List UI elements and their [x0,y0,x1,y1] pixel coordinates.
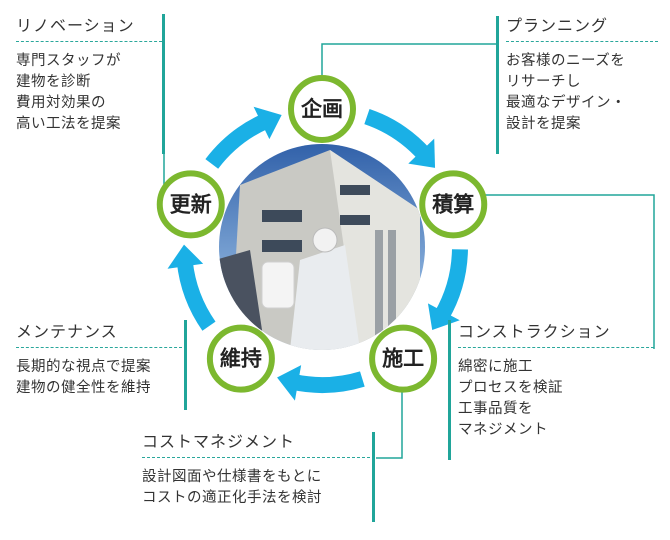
cycle-arrow-shaft [291,371,365,393]
cycle-arrows [167,106,468,401]
node-iji-label: 維持 [220,347,262,371]
node-seko-circle [369,324,438,393]
node-sekisan: 積算 [419,170,488,239]
construction-bar [448,320,451,460]
construction-divider [458,347,654,348]
maintenance-bar [184,320,187,410]
cycle-arrow-shaft [176,260,216,331]
connector-construction [472,194,655,349]
maintenance-divider [16,347,182,348]
connector-cost [376,372,403,459]
maintenance-title: メンテナンス [16,322,118,341]
node-kikaku-label: 企画 [300,97,343,121]
node-koshin-label: 更新 [170,192,212,216]
renovation-divider [16,41,162,42]
construction-text: 綿密に施工 プロセスを検証 工事品質を マネジメント [458,359,563,438]
maintenance-box: メンテナンス 長期的な視点で提案 建物の健全性を維持 [16,322,182,399]
renovation-box: リノベーション 専門スタッフが 建物を診断 費用対効果の 高い工法を提案 [16,16,162,135]
planning-box: プランニング お客様のニーズを リサーチし 最適なデザイン・ 設計を提案 [506,16,658,135]
planning-text: お客様のニーズを リサーチし 最適なデザイン・ 設計を提案 [506,53,626,132]
node-seko: 施工 [369,324,438,393]
planning-title: プランニング [506,16,609,35]
node-iji: 維持 [206,324,275,393]
cost-box: コストマネジメント 設計図面や仕様書をもとに コストの適正化手法を検討 [142,432,370,509]
planning-bar [496,16,499,154]
node-kikaku: 企画 [288,75,356,143]
cost-title: コストマネジメント [142,432,296,451]
planning-divider [506,41,658,42]
node-iji-circle [206,324,275,393]
cycle-arrow-head [408,138,436,168]
maintenance-text: 長期的な視点で提案 建物の健全性を維持 [16,359,151,396]
node-sekisan-circle [419,170,488,239]
cost-divider [142,457,370,458]
construction-title: コンストラクション [458,322,611,341]
cycle-arrow-head [277,365,302,401]
node-seko-label: 施工 [382,347,424,371]
cycle-arrow-shaft [364,108,431,161]
cycle-arrow-head [167,244,204,269]
cycle-arrow-head [427,303,460,331]
cycle-arrow-shaft [434,249,468,320]
construction-box: コンストラクション 綿密に施工 プロセスを検証 工事品質を マネジメント [458,322,654,441]
node-sekisan-label: 積算 [432,192,474,216]
cycle-arrow-shaft [205,113,270,169]
node-koshin-circle [156,170,225,239]
cost-bar [372,432,375,522]
node-koshin: 更新 [156,170,225,239]
cycle-arrow-head [253,106,282,140]
node-kikaku-circle [288,75,356,143]
renovation-bar [162,14,165,154]
renovation-title: リノベーション [16,16,135,35]
connector-planning [321,43,496,75]
cost-text: 設計図面や仕様書をもとに コストの適正化手法を検討 [142,469,322,506]
renovation-text: 専門スタッフが 建物を診断 費用対効果の 高い工法を提案 [16,53,121,132]
worker-building-photo [219,144,425,350]
